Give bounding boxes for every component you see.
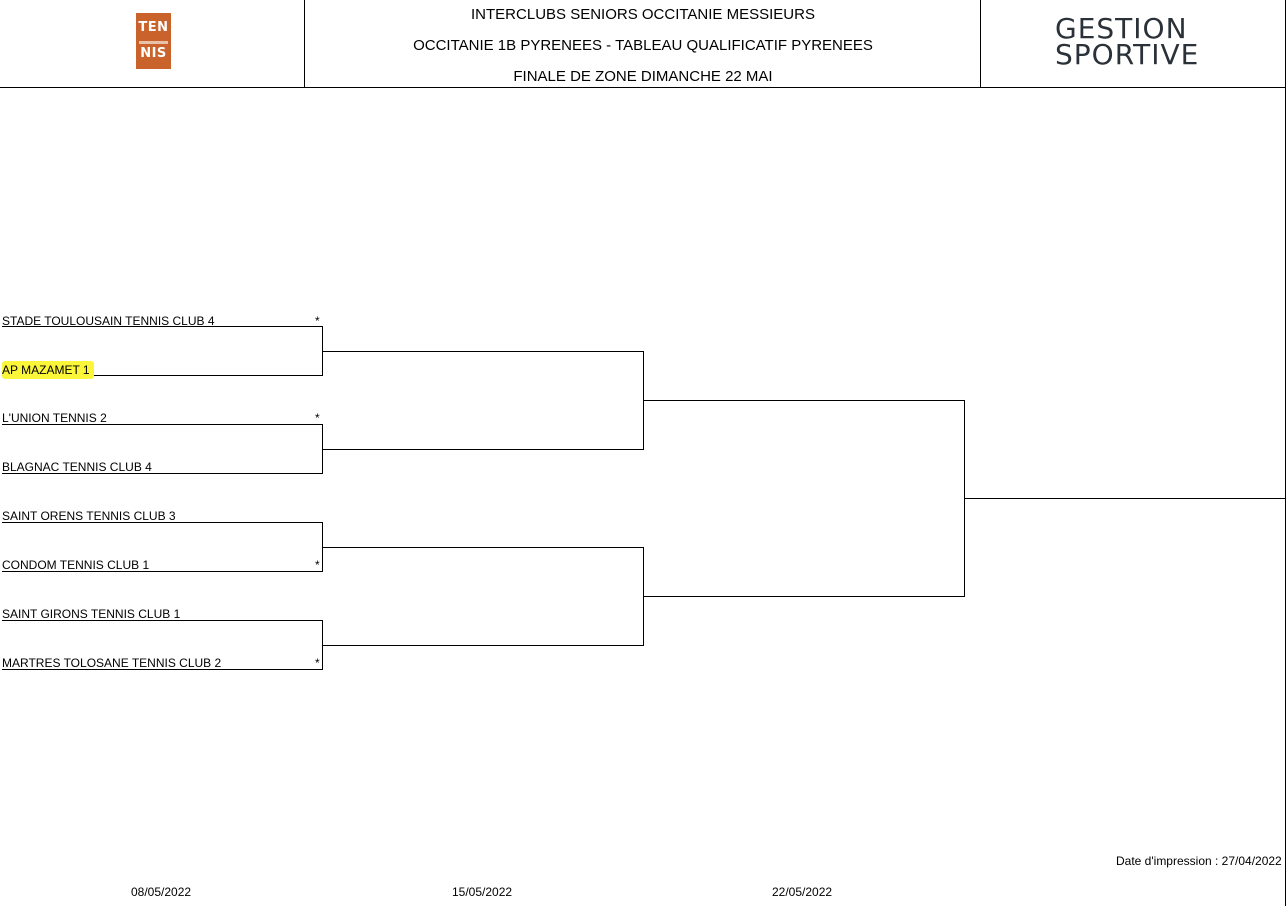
gestion-sportive-logo-bottom: SPORTIVE	[1055, 38, 1200, 71]
logo-stripe	[139, 41, 168, 44]
round-date-3: 22/05/2022	[772, 885, 833, 899]
team-5: SAINT ORENS TENNIS CLUB 3	[2, 509, 176, 523]
gestion-sportive-logo-top: GESTION	[1055, 12, 1188, 45]
team-6: CONDOM TENNIS CLUB 1	[2, 558, 150, 572]
team-1: STADE TOULOUSAIN TENNIS CLUB 4	[2, 314, 215, 328]
header-divider-right	[980, 0, 981, 87]
qualifier-mark-8: *	[315, 656, 320, 670]
page-border-right	[1285, 0, 1286, 906]
title-line-3: FINALE DE ZONE DIMANCHE 22 MAI	[513, 68, 773, 85]
team-7: SAINT GIRONS TENNIS CLUB 1	[2, 607, 181, 621]
qualifier-mark-1: *	[315, 314, 320, 328]
header-divider-left	[304, 0, 305, 87]
team-8: MARTRES TOLOSANE TENNIS CLUB 2	[2, 656, 222, 670]
page-header: TEN NIS INTERCLUBS SENIORS OCCITANIE MES…	[0, 0, 1286, 88]
team-2: AP MAZAMET 1	[2, 361, 94, 379]
qualifier-mark-6: *	[315, 558, 320, 572]
logo-text-bottom: NIS	[140, 46, 167, 61]
logo-text-top: TEN	[138, 20, 169, 35]
round-date-2: 15/05/2022	[452, 885, 513, 899]
title-line-1: INTERCLUBS SENIORS OCCITANIE MESSIEURS	[471, 6, 815, 23]
title-line-2: OCCITANIE 1B PYRENEES - TABLEAU QUALIFIC…	[413, 37, 873, 54]
team-4: BLAGNAC TENNIS CLUB 4	[2, 460, 152, 474]
team-2-highlight: AP MAZAMET 1	[2, 361, 94, 379]
round-date-1: 08/05/2022	[131, 885, 192, 899]
tennis-federation-logo: TEN NIS	[136, 13, 171, 69]
print-date: Date d'impression : 27/04/2022	[1116, 854, 1282, 868]
team-3: L'UNION TENNIS 2	[2, 411, 107, 425]
qualifier-mark-3: *	[315, 411, 320, 425]
